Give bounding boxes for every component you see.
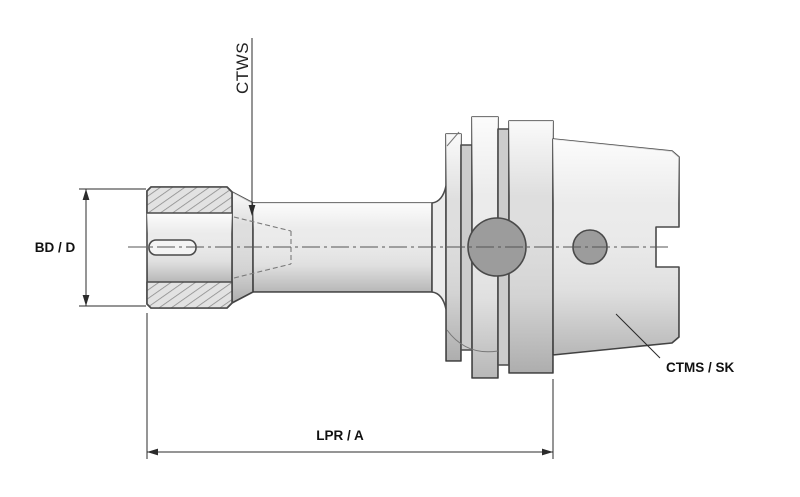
- ctms-leader-line: [615, 313, 661, 359]
- bd-arrowhead-top: [82, 189, 90, 200]
- dimension-lpr: LPR / A: [146, 313, 554, 459]
- dimension-bd: BD / D: [35, 188, 146, 307]
- ctws-arrowhead: [248, 205, 256, 216]
- bd-arrowhead-bottom: [82, 295, 90, 306]
- collet-cone-shading: [232, 192, 253, 303]
- flange-groove-detail: [446, 329, 499, 353]
- label-ctms: CTMS / SK: [615, 313, 735, 375]
- tool-holder: [128, 116, 680, 379]
- ctms-label: CTMS / SK: [666, 360, 735, 375]
- lpr-arrowhead-right: [542, 448, 553, 456]
- bd-label: BD / D: [35, 240, 76, 255]
- hidden-taper-bottom: [233, 263, 292, 279]
- hidden-taper-top: [233, 216, 292, 232]
- lpr-arrowhead-left: [147, 448, 158, 456]
- collet-nut-knurl-bottom: [146, 281, 233, 309]
- flange-chamfer-detail: [446, 131, 460, 147]
- ctws-label: CTWS: [233, 42, 252, 94]
- drive-slot-hole: [467, 217, 527, 277]
- lpr-label: LPR / A: [316, 428, 364, 443]
- collet-nut-knurl-top: [146, 186, 233, 214]
- dimension-ctws: CTWS: [233, 38, 256, 216]
